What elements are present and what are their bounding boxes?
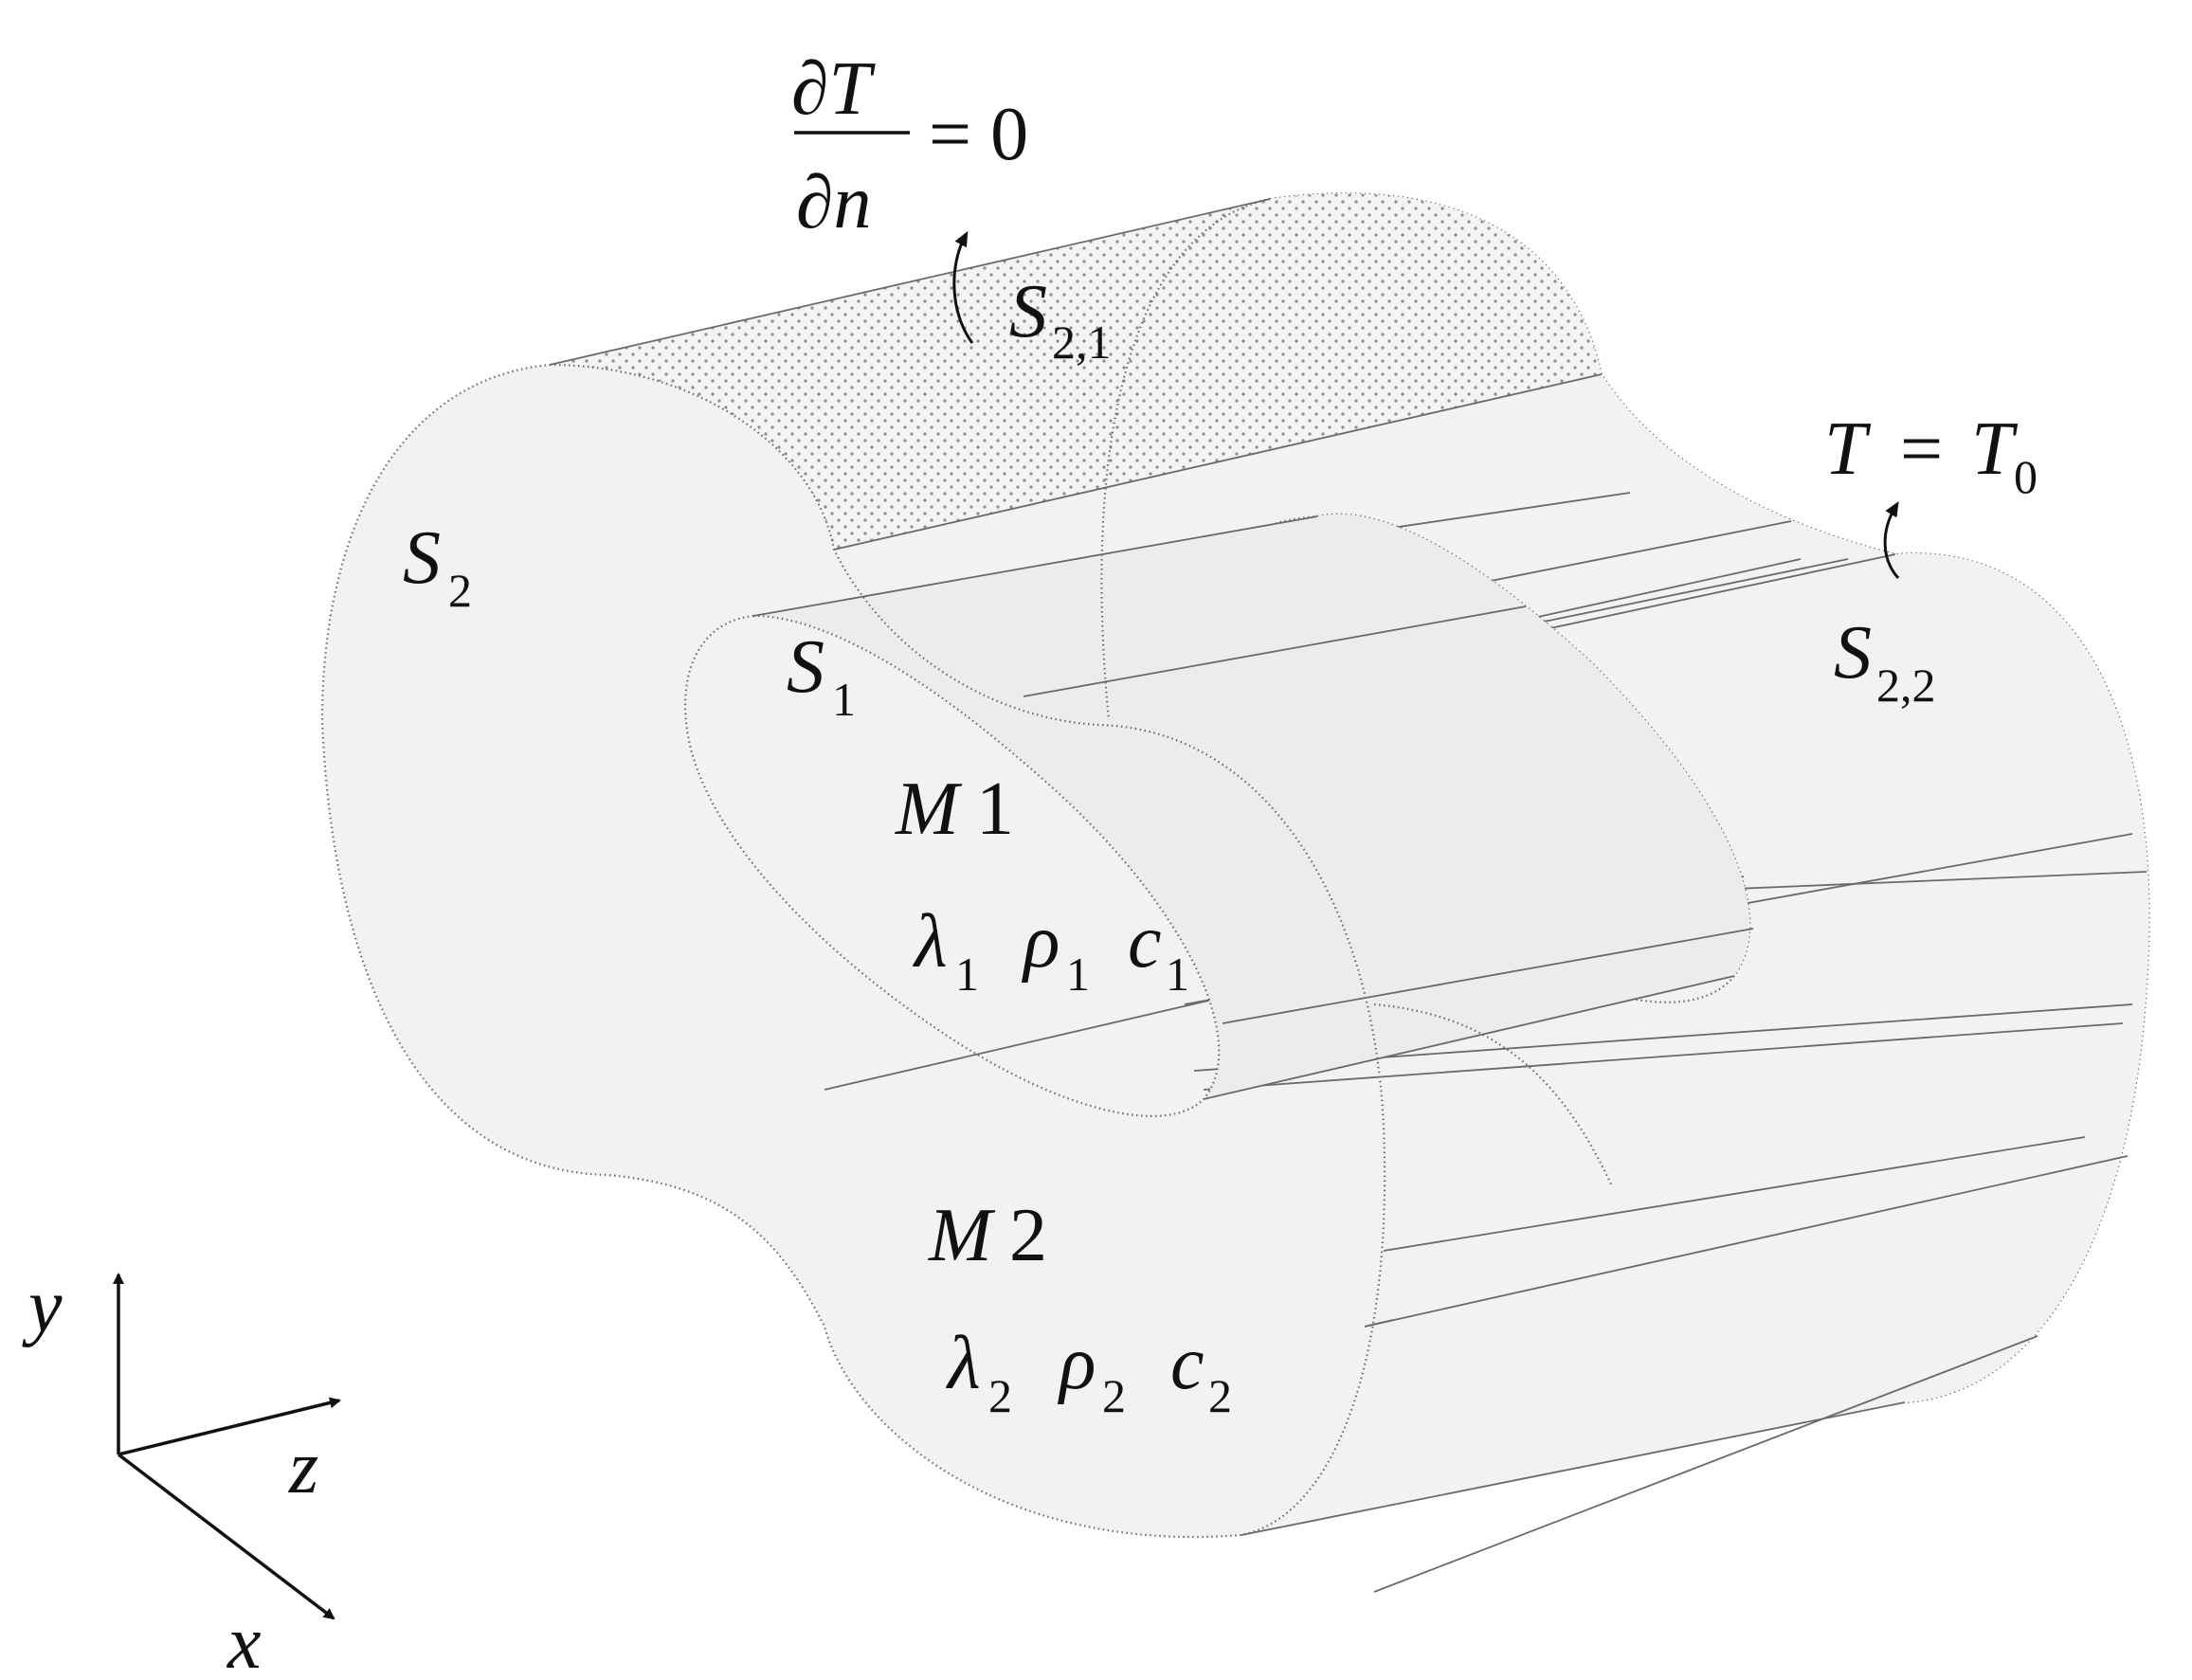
m1-c: c [1128,900,1162,984]
bc-numerator: ∂T [791,47,877,131]
m2-c-sub: 2 [1208,1369,1232,1422]
axis-label-x: x [226,1601,262,1680]
m2-rho-sub: 2 [1102,1369,1126,1422]
label-s21: S 2,1 [1009,270,1112,369]
bc-rhs-subscript: 0 [2014,450,2038,503]
label-s22: S 2,2 [1834,611,1936,712]
bc-denominator: ∂n [796,161,872,244]
adiabatic-bc-label: ∂T ∂n = 0 [791,47,1028,244]
m1-letter: M [895,768,963,851]
m1-properties: λ 1 ρ 1 c 1 [913,900,1189,1001]
bc-arrow-right [1883,500,1900,580]
hidden-back-outline [1100,197,1612,1185]
m1-lambda: λ [913,900,948,984]
bc-arrow-top [952,230,974,344]
m1-number: 1 [976,768,1014,851]
label-s2: S 2 [403,516,472,617]
s21-subscript: 2,1 [1052,316,1112,369]
axis-label-z: z [288,1426,318,1509]
bc-rhs-t: T [1971,407,2019,491]
m1-lambda-sub: 1 [955,948,979,1001]
m2-properties: λ 2 ρ 2 c 2 [946,1322,1232,1422]
m1-c-sub: 1 [1166,948,1189,1001]
bc-lhs-t: T [1824,407,1872,491]
bc-equals-zero: = 0 [929,93,1028,176]
s21-symbol: S [1009,270,1047,353]
m2-lambda: λ [946,1322,981,1405]
m2-c: c [1170,1322,1205,1405]
label-m1: M 1 [895,768,1014,851]
front-face-s1 [684,614,1221,1117]
s2-subscript: 2 [448,564,472,617]
label-s1: S 1 [787,625,856,726]
bc-equals: = [1900,407,1943,491]
axis-label-y: y [22,1265,63,1348]
m2-letter: M [928,1194,996,1277]
axis-labels: y z x [22,1265,318,1680]
s22-symbol: S [1834,611,1872,695]
m1-rho-sub: 1 [1066,948,1090,1001]
inner-cylinder-side [752,514,1754,1100]
adiabatic-surface-s21 [550,193,1602,550]
m1-rho: ρ [1021,900,1060,984]
label-m2: M 2 [928,1194,1047,1277]
m2-number: 2 [1009,1194,1047,1277]
s2-symbol: S [403,516,441,600]
m2-rho: ρ [1057,1322,1096,1405]
front-face-s2 [320,363,1386,1539]
z-axis-line [118,1397,341,1456]
x-axis-line [117,1453,335,1620]
s1-subscript: 1 [832,673,856,726]
s22-subscript: 2,2 [1876,659,1936,712]
fixed-temperature-bc-label: T = T 0 [1824,407,2038,503]
coordinate-axes [113,1273,341,1620]
s1-symbol: S [787,625,824,709]
m2-lambda-sub: 2 [988,1369,1012,1422]
